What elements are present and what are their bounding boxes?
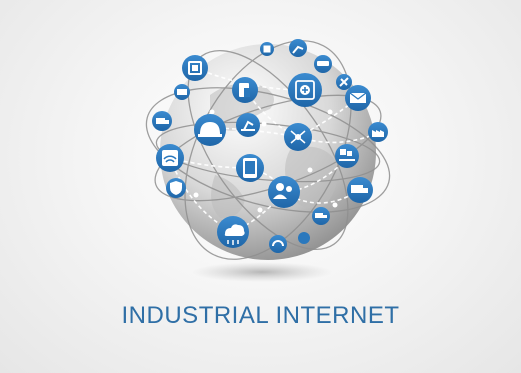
factory-icon (368, 122, 388, 142)
satellite-icon (336, 74, 352, 90)
contacts-icon (268, 176, 300, 208)
delivery-truck-icon (312, 207, 330, 225)
conveyor-icon (335, 144, 359, 168)
van-icon (314, 55, 332, 73)
network-nodes (193, 109, 338, 213)
helmet-icon (194, 114, 226, 146)
robot-welder-icon (236, 113, 260, 137)
caption-title: INDUSTRIAL INTERNET (121, 302, 400, 329)
device-icon (232, 77, 258, 103)
truck-icon (152, 111, 172, 131)
forklift-icon (298, 232, 310, 244)
globe-shadow (192, 262, 332, 282)
shield-icon (166, 178, 186, 198)
orbit-rings (145, 40, 391, 260)
microchip-icon (260, 42, 274, 56)
battery-icon (174, 84, 190, 100)
cloud-network-icon (217, 216, 249, 248)
mail-icon (345, 85, 371, 111)
tablet-icon (236, 154, 264, 182)
medical-kit-icon (288, 73, 322, 107)
robot-arm-icon (289, 39, 307, 57)
server-icon (182, 55, 208, 81)
network-nodes-icon (284, 123, 312, 151)
headset-icon (269, 235, 287, 253)
wifi-icon (156, 144, 184, 172)
truck-delivery-icon (347, 177, 373, 203)
